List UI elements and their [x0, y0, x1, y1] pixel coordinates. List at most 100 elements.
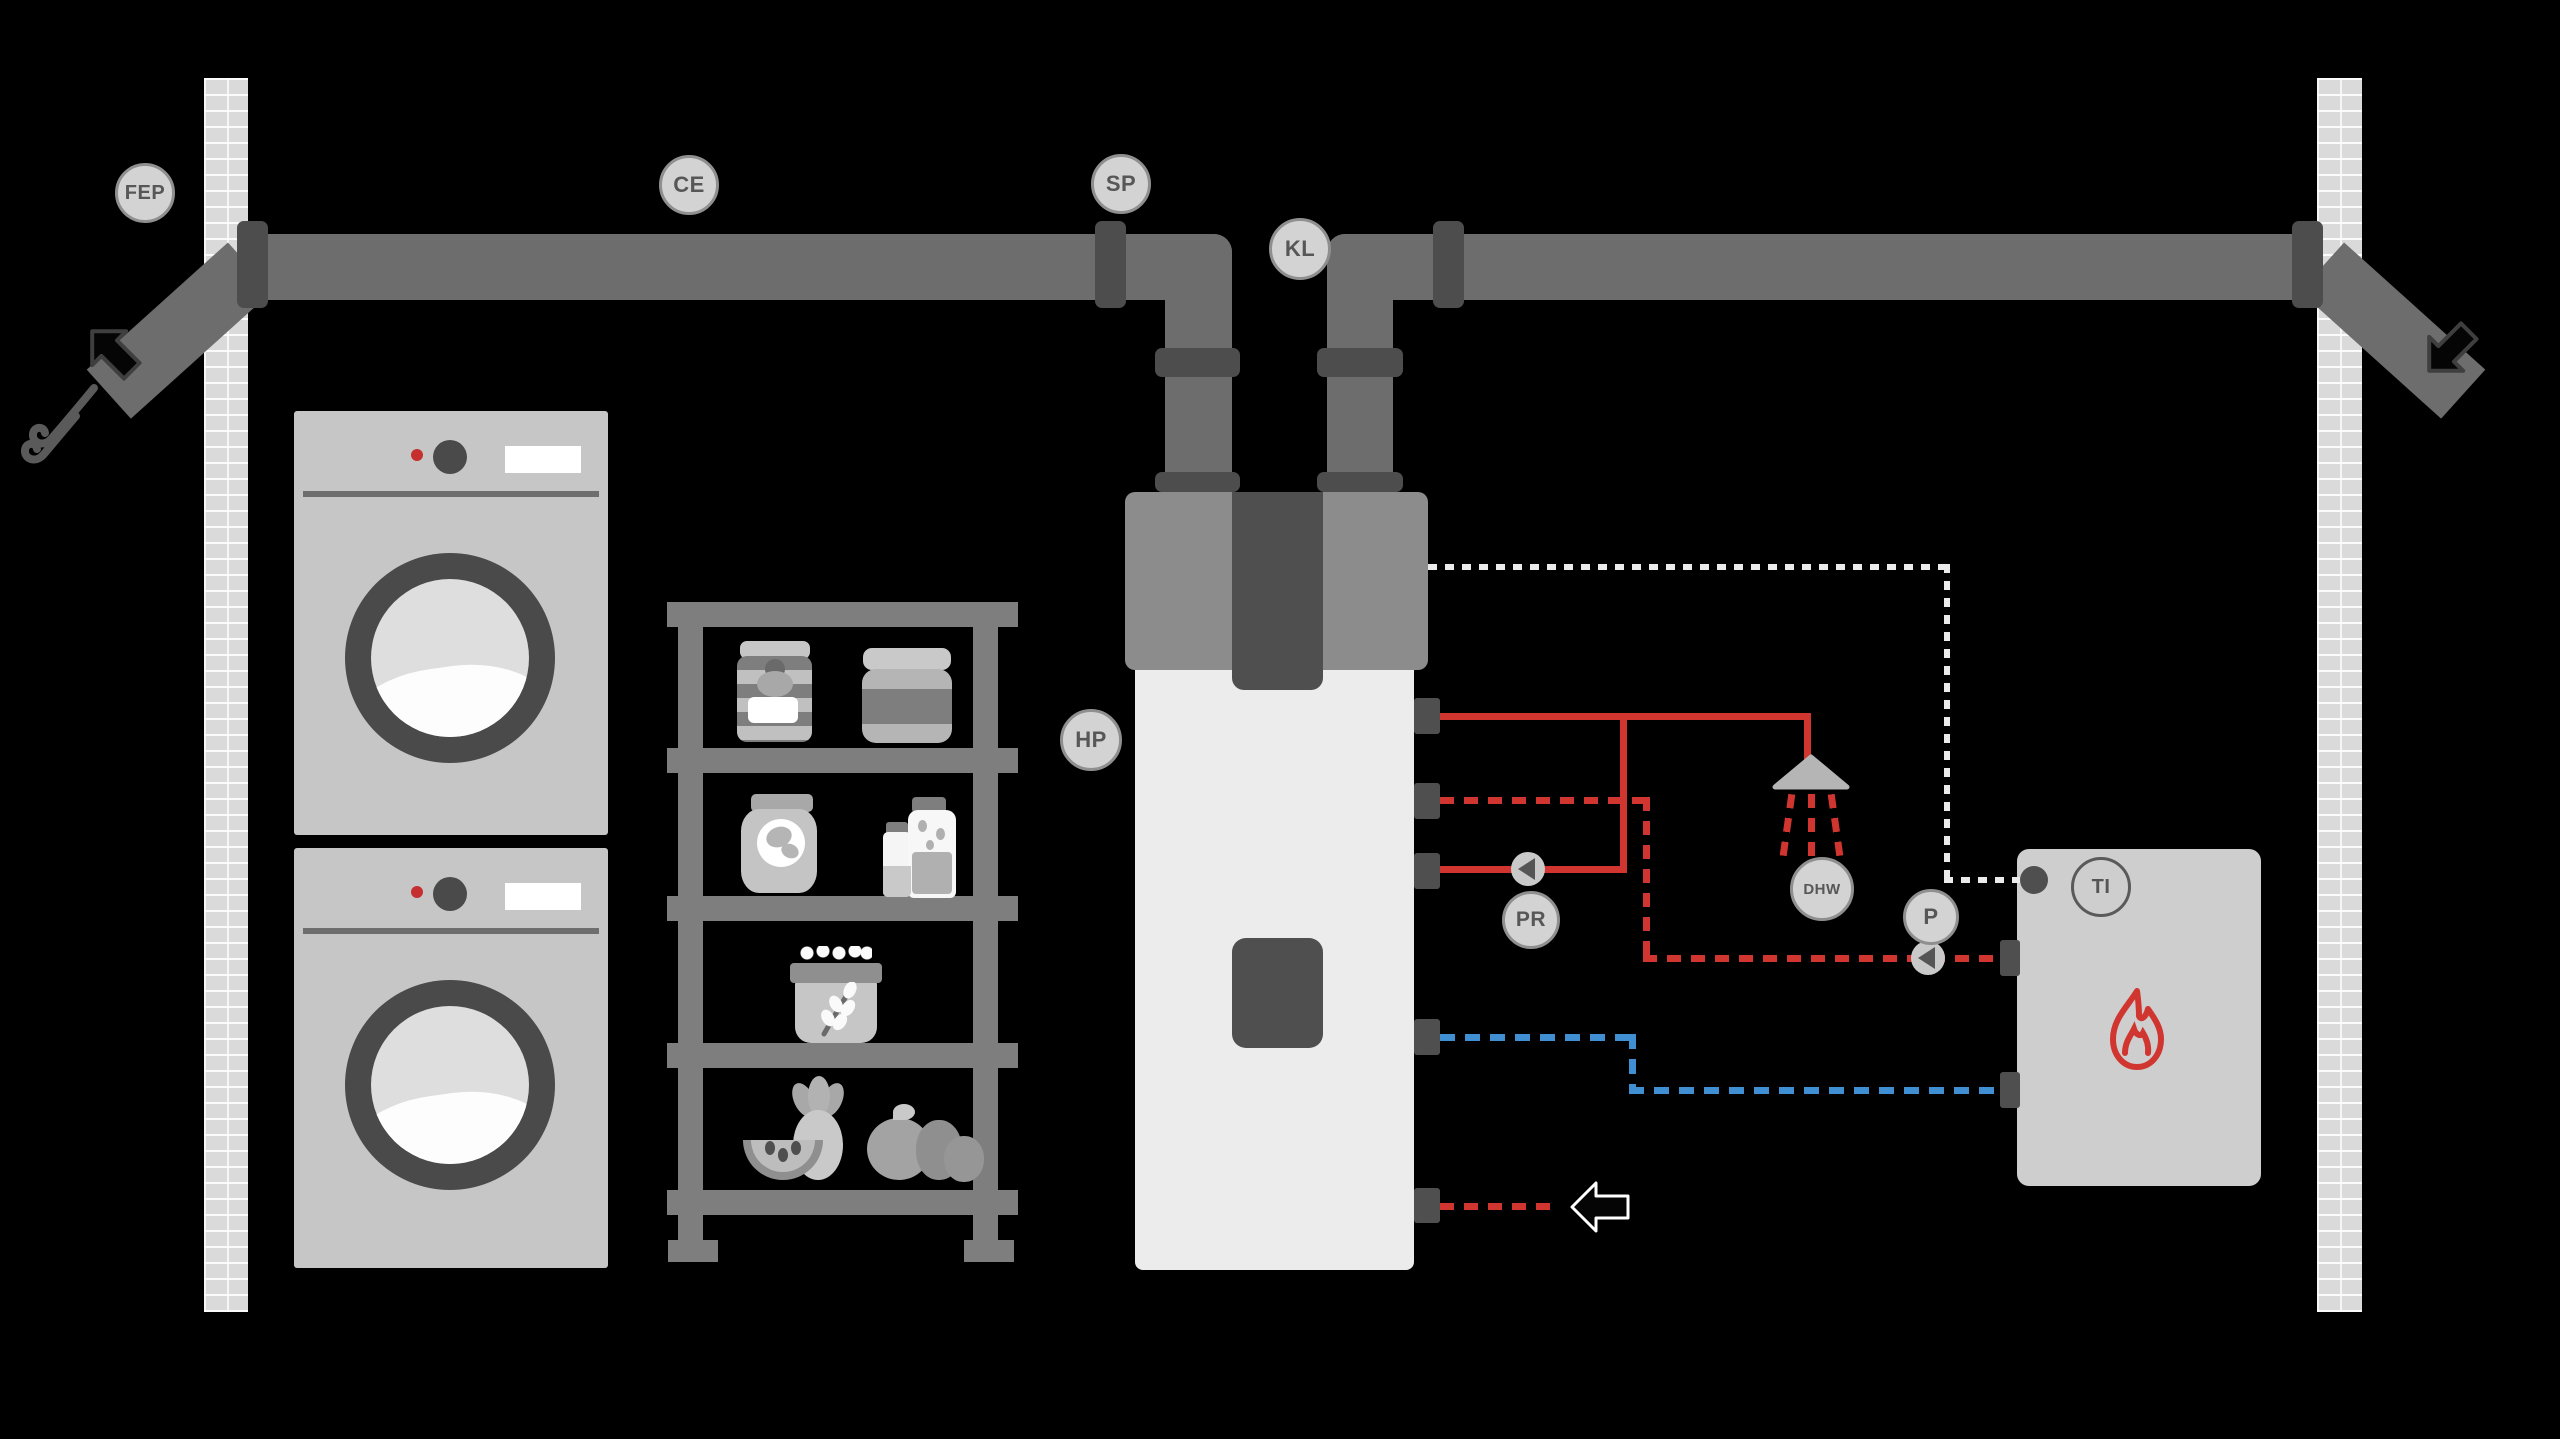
- hot-dashed-c: [1643, 955, 2003, 962]
- label-ce-text: CE: [673, 172, 705, 197]
- washer-indicator-light: [411, 886, 423, 898]
- washer-drum-glass: [371, 579, 529, 737]
- plain-jar-body: [862, 669, 952, 743]
- shelf-board-3: [667, 896, 1018, 921]
- pineapple-leaf-mid: [808, 1076, 830, 1116]
- arrow-left-icon: [1570, 1178, 1630, 1236]
- hp-port-supply: [1414, 698, 1440, 734]
- label-dhw-text: DHW: [1803, 880, 1841, 898]
- heat-pump-top-center: [1232, 492, 1323, 690]
- cold-dashed-a: [1440, 1034, 1636, 1041]
- milk-bottle-contents: [912, 852, 952, 894]
- arrow-down-left-icon: [70, 309, 153, 392]
- grain-sack-band: [790, 963, 882, 983]
- ceiling-duct-right-run: [1327, 234, 2317, 300]
- hp-port-dhw-out: [1414, 783, 1440, 819]
- pump-pr-icon: [1511, 852, 1545, 886]
- shelf-foot-right: [964, 1240, 1014, 1262]
- label-hp: HP: [1060, 709, 1122, 771]
- label-sp-text: SP: [1105, 171, 1137, 196]
- pipe-band-right-upper: [1317, 348, 1403, 377]
- washer-display: [505, 883, 581, 910]
- arrow-up-left-icon: [2407, 309, 2490, 392]
- cold-dashed-b: [1629, 1034, 1636, 1091]
- shelf-post-left: [678, 612, 703, 1240]
- wind-icon: [16, 380, 108, 480]
- small-bottle-cap: [886, 822, 908, 835]
- duct-coupling-wall-right: [2292, 221, 2323, 308]
- heat-pump-control-panel: [1232, 938, 1323, 1048]
- shelf-board-5: [667, 1190, 1018, 1215]
- orange-leaf: [893, 1104, 915, 1120]
- white-line-horizontal: [1428, 564, 1950, 570]
- hp-port-pump-loop: [1414, 853, 1440, 889]
- hot-junction-vertical: [1620, 713, 1627, 873]
- milk-drop-3: [926, 840, 934, 850]
- shower-head-icon: [1771, 754, 1851, 790]
- washer-seam: [303, 491, 599, 497]
- label-p: P: [1903, 889, 1959, 945]
- hot-dashed-a: [1440, 797, 1650, 804]
- watermelon-icon: [740, 1130, 826, 1182]
- pipe-band-left-lower: [1155, 472, 1240, 492]
- flame-icon: [2100, 986, 2174, 1076]
- hot-supply-drop-to-shower: [1804, 713, 1811, 762]
- pipe-band-right-lower: [1317, 472, 1403, 492]
- label-fep-text: FEP: [124, 181, 166, 204]
- label-ti-text: TI: [2091, 875, 2111, 898]
- shower-spray-right: [1827, 793, 1844, 857]
- shelf-post-right: [973, 612, 998, 1240]
- ceiling-duct-left-run: [248, 234, 1232, 300]
- shelf-board-1: [667, 602, 1018, 627]
- duct-coupling-fep: [237, 221, 268, 308]
- striped-jar-blob: [757, 671, 793, 697]
- plain-jar-lid: [863, 648, 951, 670]
- label-hp-text: HP: [1075, 727, 1107, 752]
- washer-knob: [433, 440, 467, 474]
- label-kl-text: KL: [1284, 236, 1316, 261]
- label-ce: CE: [659, 155, 719, 215]
- label-pr-text: PR: [1515, 908, 1547, 931]
- label-p-text: P: [1923, 904, 1939, 929]
- milk-drop-2: [936, 828, 945, 840]
- shelf-board-4: [667, 1043, 1018, 1068]
- boiler-port-cold: [2000, 1072, 2020, 1108]
- shelf-board-2: [667, 748, 1018, 773]
- washer-drum-glass: [371, 1006, 529, 1164]
- cold-dashed-c: [1629, 1087, 2019, 1094]
- striped-jar-label: [748, 697, 798, 723]
- washer-indicator-light: [411, 449, 423, 461]
- label-dhw: DHW: [1790, 857, 1854, 921]
- hot-dashed-b: [1643, 797, 1650, 959]
- boiler-connection-dot: [2020, 866, 2048, 894]
- duct-coupling-sp: [1095, 221, 1126, 308]
- grain-sack-grains: [800, 946, 872, 960]
- pump-p-icon: [1911, 941, 1945, 975]
- return-dashed-line: [1440, 1203, 1558, 1210]
- white-line-to-boiler: [1944, 877, 2024, 883]
- hp-port-cold: [1414, 1019, 1440, 1055]
- washer-display: [505, 446, 581, 473]
- shelf-foot-left: [668, 1240, 718, 1262]
- pear-fruit-2: [944, 1136, 984, 1182]
- shower-spray-mid: [1808, 794, 1815, 856]
- label-sp: SP: [1091, 154, 1151, 214]
- washer-knob: [433, 877, 467, 911]
- washing-machine-top: [294, 411, 608, 835]
- milk-drop-1: [918, 820, 927, 832]
- washing-machine-bottom: [294, 848, 608, 1268]
- label-kl: KL: [1269, 218, 1331, 280]
- wheat-icon: [812, 982, 862, 1038]
- washer-door: [345, 980, 555, 1190]
- label-fep: FEP: [115, 163, 175, 223]
- hp-port-return: [1414, 1188, 1440, 1223]
- small-bottle-contents: [883, 866, 911, 897]
- washer-seam: [303, 928, 599, 934]
- white-line-vertical: [1944, 564, 1950, 883]
- label-ti: TI: [2071, 857, 2131, 917]
- pipe-band-left-upper: [1155, 348, 1240, 377]
- milk-bottle-cap: [912, 797, 946, 813]
- washer-door: [345, 553, 555, 763]
- duct-coupling-kl: [1433, 221, 1464, 308]
